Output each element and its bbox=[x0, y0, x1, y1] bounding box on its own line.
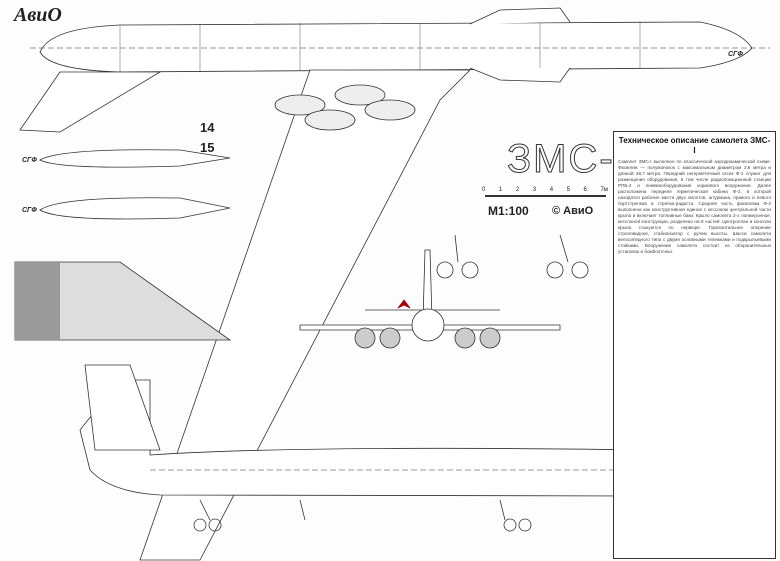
landing-gear-details bbox=[436, 234, 589, 279]
model-title: ЗМС-I bbox=[507, 137, 628, 182]
section-14-label: 14 bbox=[200, 120, 215, 135]
sgf-label: СГФ bbox=[728, 51, 743, 58]
avio-logo: АвиО bbox=[14, 4, 62, 26]
scale-tick: 0 bbox=[482, 187, 486, 193]
top-view-fuselage bbox=[30, 7, 770, 83]
scale-tick: 4 bbox=[549, 187, 554, 193]
wing-detail bbox=[14, 261, 232, 341]
scale-tick: 5 bbox=[566, 187, 570, 193]
scale-tick: 2 bbox=[515, 187, 520, 193]
copyright: © АвиО bbox=[552, 205, 594, 217]
scale-ticks: 0 1 2 3 4 5 6 7м bbox=[482, 186, 608, 194]
cross-sections bbox=[39, 149, 231, 220]
description-text: Самолет ЗМС-I выполнен по классической а… bbox=[618, 159, 771, 254]
side-view bbox=[79, 364, 741, 532]
scale-tick: 3 bbox=[532, 187, 537, 193]
section-15-label: 15 bbox=[200, 140, 215, 155]
scale-ratio: M1:100 bbox=[488, 204, 529, 218]
scale-tick: 6 bbox=[583, 187, 587, 193]
scale-tick: 1 bbox=[498, 187, 503, 193]
sgf-label: СГФ bbox=[22, 207, 37, 214]
scale-tick: 7м bbox=[600, 187, 608, 193]
front-view bbox=[299, 249, 561, 349]
technical-description: Техническое описание самолета ЗМС-I Само… bbox=[613, 131, 776, 559]
sgf-label: СГФ bbox=[22, 157, 37, 164]
description-heading: Техническое описание самолета ЗМС-I bbox=[618, 136, 771, 155]
